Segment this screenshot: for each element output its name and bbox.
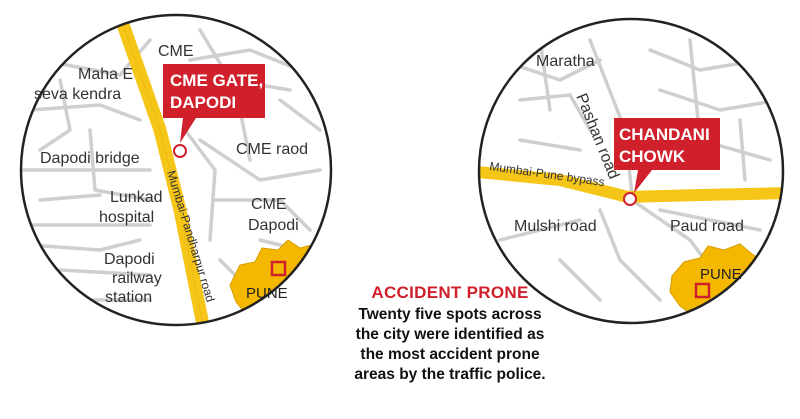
callout-cme-gate-line1: CME GATE,	[170, 71, 263, 90]
callout-cme-gate-line2: DAPODI	[170, 93, 236, 112]
caption: ACCIDENT PRONE Twenty five spots across …	[300, 283, 600, 385]
label-pune-right: PUNE	[700, 266, 742, 283]
location-pin-cme-gate	[173, 144, 187, 158]
caption-line-1: Twenty five spots across	[358, 306, 542, 323]
label-station: station	[105, 289, 152, 306]
callout-chandani-line2: CHOWK	[619, 147, 686, 166]
label-cme-dapodi-1: CME	[251, 196, 287, 213]
label-dapodi-rs: Dapodi	[104, 251, 155, 268]
caption-line-4: areas by the traffic police.	[354, 366, 546, 383]
left-map: CME Maha E seva kendra Dapodi bridge Lun…	[19, 13, 333, 327]
location-pin-chandani-chowk	[623, 192, 637, 206]
label-cme-road: CME raod	[236, 141, 308, 158]
label-maratha: Maratha	[536, 53, 595, 70]
callout-chandani-line1: CHANDANI	[619, 125, 710, 144]
caption-headline: ACCIDENT PRONE	[371, 283, 529, 302]
right-map-streets	[479, 19, 783, 323]
label-cme: CME	[158, 43, 194, 60]
right-map: Maratha Pashan road Mumbai-Pune bypass M…	[477, 17, 785, 325]
caption-line-3: the most accident prone	[360, 346, 540, 363]
left-map-border	[19, 13, 333, 327]
label-lunkad: Lunkad	[110, 189, 163, 206]
label-maha-e: Maha E	[78, 66, 133, 83]
pune-marker-right	[694, 282, 711, 299]
caption-line-2: the city were identified as	[355, 326, 545, 343]
label-railway: railway	[112, 270, 162, 287]
label-mulshi-road: Mulshi road	[514, 218, 597, 235]
label-seva-kendra: seva kendra	[34, 86, 121, 103]
label-pune-left: PUNE	[246, 285, 288, 302]
label-cme-dapodi-2: Dapodi	[248, 217, 299, 234]
callout-cme-gate: CME GATE, DAPODI	[163, 64, 265, 158]
callout-chandani-chowk: CHANDANI CHOWK	[614, 118, 720, 206]
label-hospital: hospital	[99, 209, 154, 226]
label-dapodi-bridge: Dapodi bridge	[40, 150, 140, 167]
right-map-border	[477, 17, 785, 325]
pune-marker	[270, 260, 287, 277]
label-paud-road: Paud road	[670, 218, 744, 235]
